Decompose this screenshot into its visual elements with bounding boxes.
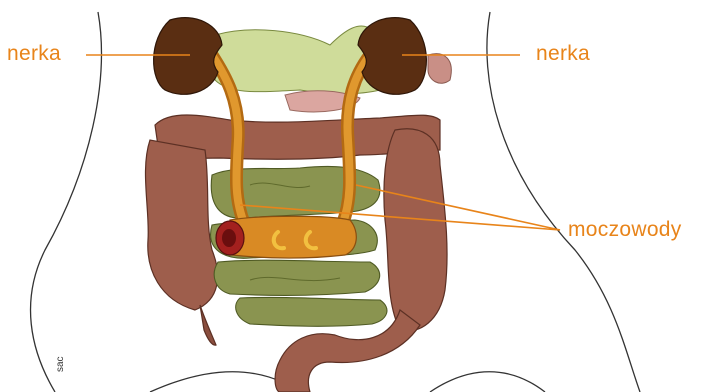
spleen bbox=[428, 54, 451, 84]
kidney-left bbox=[154, 18, 222, 95]
bladder bbox=[216, 216, 356, 258]
credit-text: sac bbox=[55, 356, 66, 372]
label-ureters: moczowody bbox=[568, 218, 682, 242]
label-kidney-right: nerka bbox=[536, 42, 590, 66]
kidney-right bbox=[358, 18, 426, 95]
label-kidney-left: nerka bbox=[7, 42, 61, 66]
